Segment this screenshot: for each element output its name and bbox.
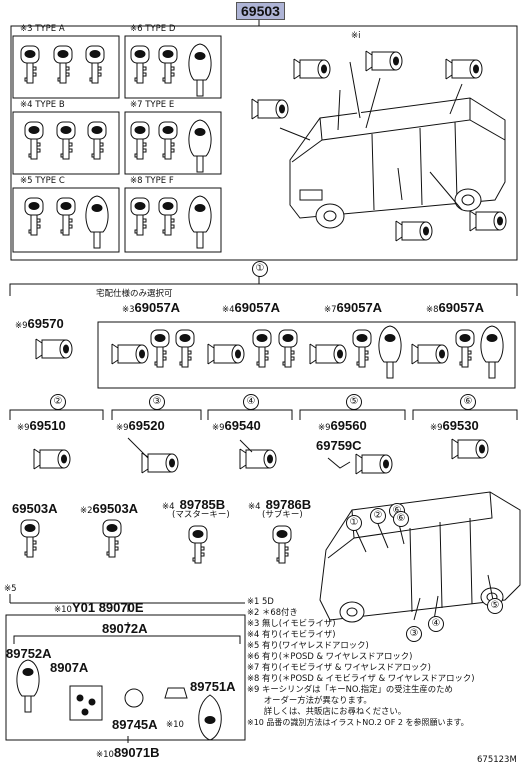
part-89745a-mark: ※10	[166, 720, 184, 730]
part-89786b[interactable]: ※4 89786B	[248, 497, 312, 512]
figure-code: 675123M	[477, 755, 517, 765]
van-circle-4: ④	[428, 616, 444, 632]
ref-circle-6: ⑥	[460, 394, 476, 410]
part-89745a[interactable]: 89745A	[112, 717, 158, 732]
key-type-a-label: ※3 TYPE A	[20, 24, 65, 34]
note-6: ※6 有り(＊POSD & ワイヤレスドアロック)	[247, 651, 413, 661]
key-type-d-label: ※6 TYPE D	[130, 24, 176, 34]
part-89071b[interactable]: ※1089071B	[96, 745, 160, 760]
van-circle-1: ①	[346, 515, 362, 531]
part-89785b[interactable]: ※4 89785B	[162, 497, 226, 512]
note-2: ※2 ＊68付き	[247, 607, 298, 617]
part-69540[interactable]: ※969540	[212, 418, 261, 433]
note-3: ※3 無し(イモビライザ)	[247, 618, 336, 628]
van-circle-2: ②	[370, 508, 386, 524]
sub-key-label: (サブキー)	[262, 510, 303, 520]
part-69759c[interactable]: 69759C	[316, 438, 362, 453]
remote-mark: ※5	[4, 584, 17, 594]
key-type-c-label: ※5 TYPE C	[20, 176, 65, 186]
part-69510[interactable]: ※969510	[17, 418, 66, 433]
part-89751a[interactable]: 89751A	[190, 679, 236, 694]
van-circle-5: ⑤	[487, 598, 503, 614]
ref-circle-3: ③	[149, 394, 165, 410]
part-89752a[interactable]: 89752A	[6, 646, 52, 661]
part-89070e[interactable]: ※10Y01 89070E	[54, 600, 144, 615]
note-10: ※10 品番の識別方法はイラストNO.2 OF 2 を参照願います。	[247, 718, 469, 727]
ref-i-label: ※i	[351, 31, 361, 41]
key-type-f-label: ※8 TYPE F	[130, 176, 174, 186]
note-1: ※1 5D	[247, 596, 274, 606]
note-8: ※8 有り(＊POSD & イモビライザ & ワイヤレスドアロック)	[247, 673, 475, 683]
master-key-label: (マスターキー)	[172, 510, 230, 520]
van-circle-6b: ⑥	[393, 511, 409, 527]
key-type-e-label: ※7 TYPE E	[130, 100, 175, 110]
part-69503a[interactable]: 69503A	[12, 501, 58, 516]
note-5: ※5 有り(ワイヤレスドアロック)	[247, 640, 369, 650]
key-type-b-label: ※4 TYPE B	[20, 100, 65, 110]
part-89072a[interactable]: 89072A	[102, 621, 148, 636]
part-69503a-68[interactable]: ※269503A	[80, 501, 139, 516]
notes-list: ※1 5D ※2 ＊68付き ※3 無し(イモビライザ) ※4 有り(イモビライ…	[247, 596, 523, 728]
note-4: ※4 有り(イモビライザ)	[247, 629, 336, 639]
section1-caption: 宅配仕様のみ選択可	[96, 289, 173, 299]
note-9-line2: オーダー方法が異なります。	[247, 695, 372, 705]
part-69520[interactable]: ※969520	[116, 418, 165, 433]
part-69530[interactable]: ※969530	[430, 418, 479, 433]
part-69057a-type-e[interactable]: ※769057A	[324, 300, 383, 315]
part-69057a-type-a[interactable]: ※369057A	[122, 300, 181, 315]
part-8907a[interactable]: 8907A	[50, 660, 89, 675]
part-69057a-type-f[interactable]: ※869057A	[426, 300, 485, 315]
ref-circle-4: ④	[243, 394, 259, 410]
part-69560[interactable]: ※969560	[318, 418, 367, 433]
note-7: ※7 有り(イモビライザ & ワイヤレスドアロック)	[247, 662, 431, 672]
ref-circle-1: ①	[252, 261, 268, 277]
part-69570[interactable]: ※969570	[15, 316, 64, 331]
note-9-line3: 詳しくは、共販店にお尋ねください。	[247, 706, 407, 716]
ref-circle-5: ⑤	[346, 394, 362, 410]
main-part-number[interactable]: 69503	[236, 2, 285, 20]
note-9: ※9 キーシリンダは「キーNO.指定」の受注生産のため	[247, 684, 453, 694]
ref-circle-2: ②	[50, 394, 66, 410]
part-69057a-type-b[interactable]: ※469057A	[222, 300, 281, 315]
van-circle-3: ③	[406, 626, 422, 642]
